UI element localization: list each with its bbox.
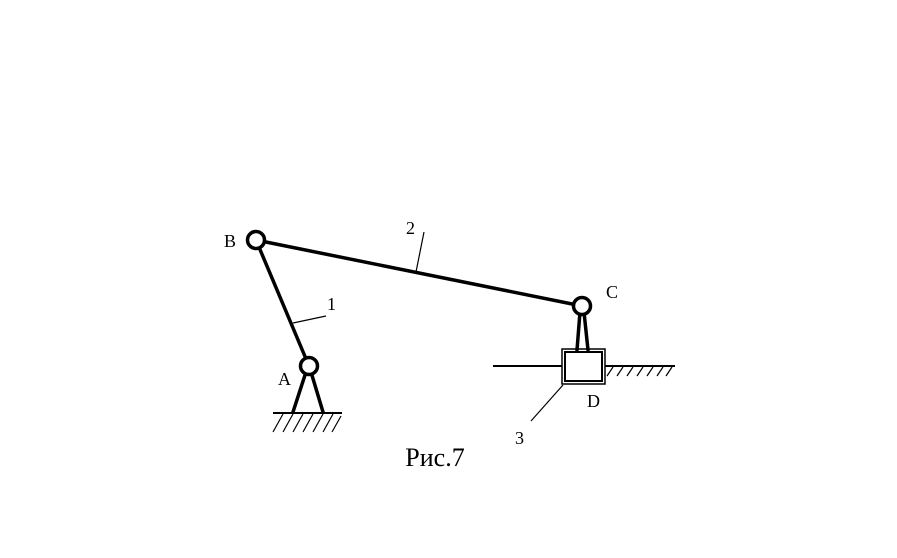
slider-leg-right (582, 310, 590, 352)
figure-caption: Рис.7 (405, 443, 464, 472)
leader-line-3 (530, 384, 564, 422)
label-link-1: 1 (327, 294, 336, 314)
label-point-b: B (224, 231, 236, 251)
link-2-connecting-rod (254, 238, 584, 308)
joint-c (571, 295, 593, 317)
joint-a (298, 355, 320, 377)
joint-b (245, 229, 267, 251)
slider-d (561, 348, 606, 385)
label-point-c: C (606, 282, 618, 302)
link-1-crank (254, 238, 311, 368)
support-leg-left (291, 370, 308, 414)
leader-line-1 (292, 315, 327, 324)
support-leg-right (309, 370, 325, 414)
label-link-2: 2 (406, 218, 415, 238)
ground-hatching-a (272, 413, 342, 433)
label-point-a: A (278, 369, 291, 389)
ground-hatching-d (606, 366, 673, 377)
label-link-3: 3 (515, 428, 524, 448)
label-point-d: D (587, 391, 600, 411)
leader-line-2 (415, 231, 425, 273)
ground-support-a (272, 370, 342, 433)
slider-guide (493, 365, 675, 377)
slider-leg-left (575, 310, 582, 352)
